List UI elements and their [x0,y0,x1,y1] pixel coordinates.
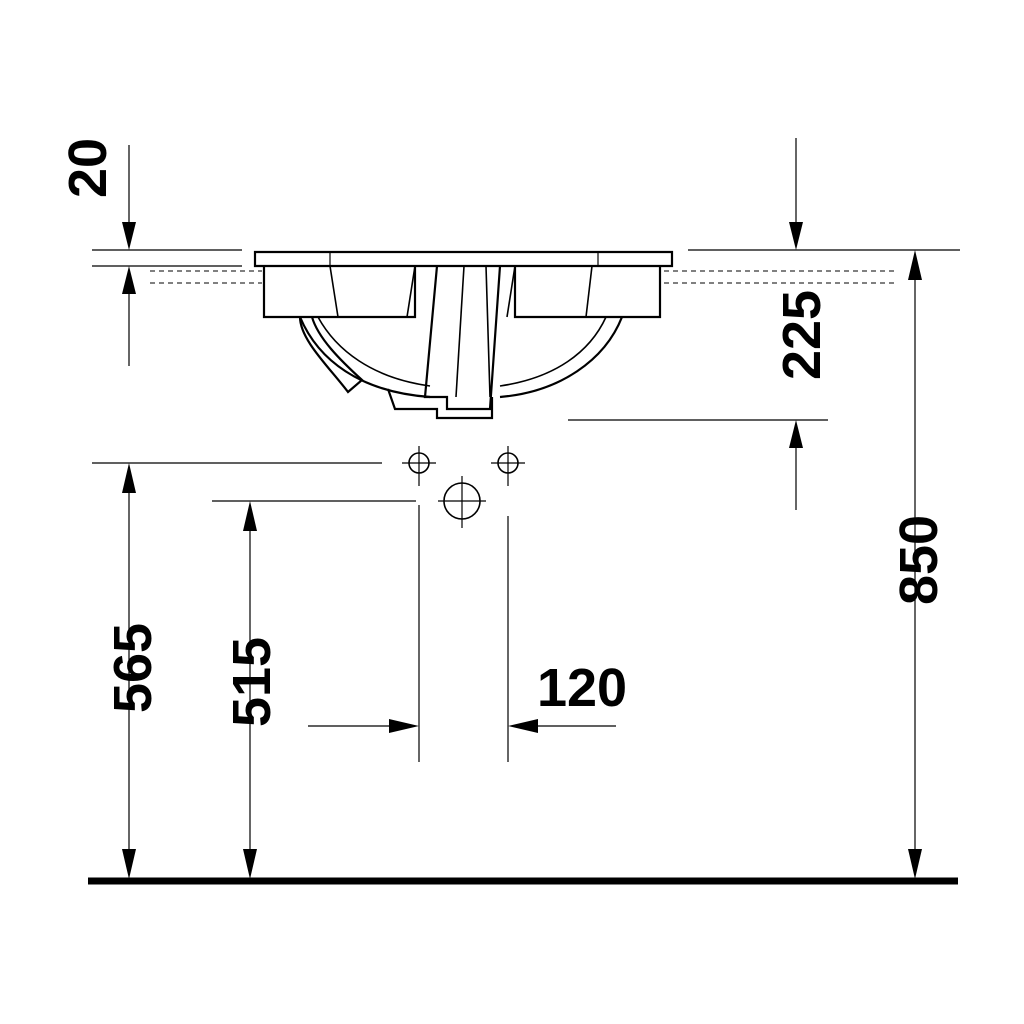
extension-lines [92,249,960,762]
label-waste-height: 515 [222,637,282,727]
dim-basin-depth [789,138,803,510]
label-tap-holes-height: 565 [103,623,163,713]
waste-outlet-symbol [438,476,486,528]
label-rim-thickness: 20 [58,138,118,198]
label-total-height: 850 [889,515,949,605]
label-basin-depth: 225 [772,290,832,380]
tap-hole-left-symbol [402,446,436,486]
dim-tap-spacing [308,719,616,733]
dim-waste-height [243,501,257,879]
dim-rim-thickness [122,145,136,366]
dim-tap-holes-height [122,463,136,879]
tap-hole-right-symbol [491,446,525,486]
dim-total-height [908,250,922,879]
washbasin-outline [253,250,674,420]
label-tap-spacing: 120 [537,658,627,718]
